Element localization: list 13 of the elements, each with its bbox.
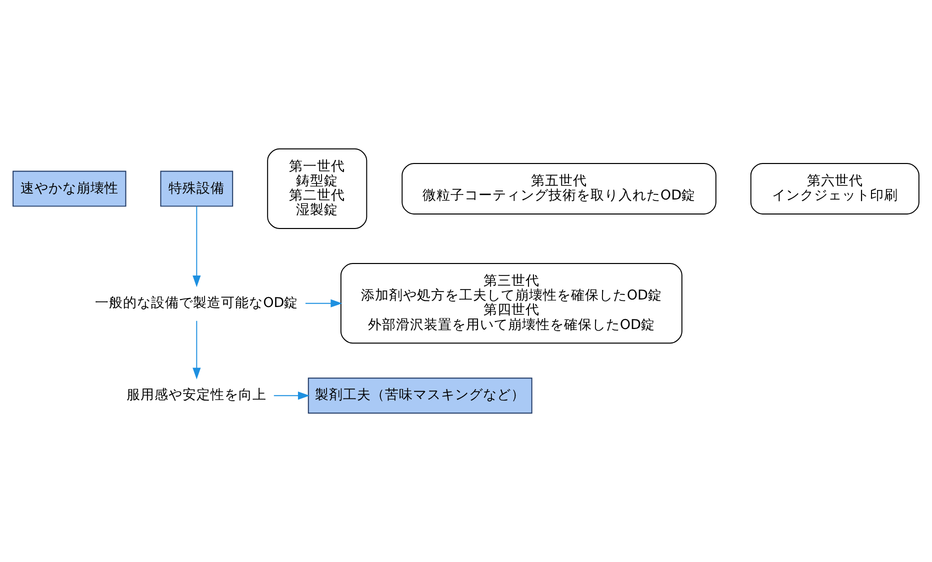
node-box: 第一世代 鋳型錠 第二世代 湿製錠: [267, 148, 368, 230]
node-box: 特殊設備: [160, 170, 234, 207]
node-box: 第三世代 添加剤や処方を工夫して崩壊性を確保したOD錠 第四世代 外部滑沢装置を用いて崩壊性を確保したOD錠: [340, 263, 682, 344]
node-box: 製剤工夫（苦味マスキングなど）: [308, 378, 532, 414]
node-box: 第六世代 インクジェット印刷: [750, 162, 920, 214]
arrow: [273, 392, 310, 400]
node-box: 第五世代 微粒子コーティング技術を取り入れたOD錠: [402, 162, 716, 214]
arrow: [192, 206, 201, 288]
arrow: [192, 320, 201, 380]
node-text: 服用感や安定性を向上: [126, 387, 267, 404]
node-box: 速やかな崩壊性: [12, 170, 126, 207]
arrow: [305, 299, 342, 308]
node-text: 一般的な設備で製造可能なOD錠: [95, 294, 298, 311]
